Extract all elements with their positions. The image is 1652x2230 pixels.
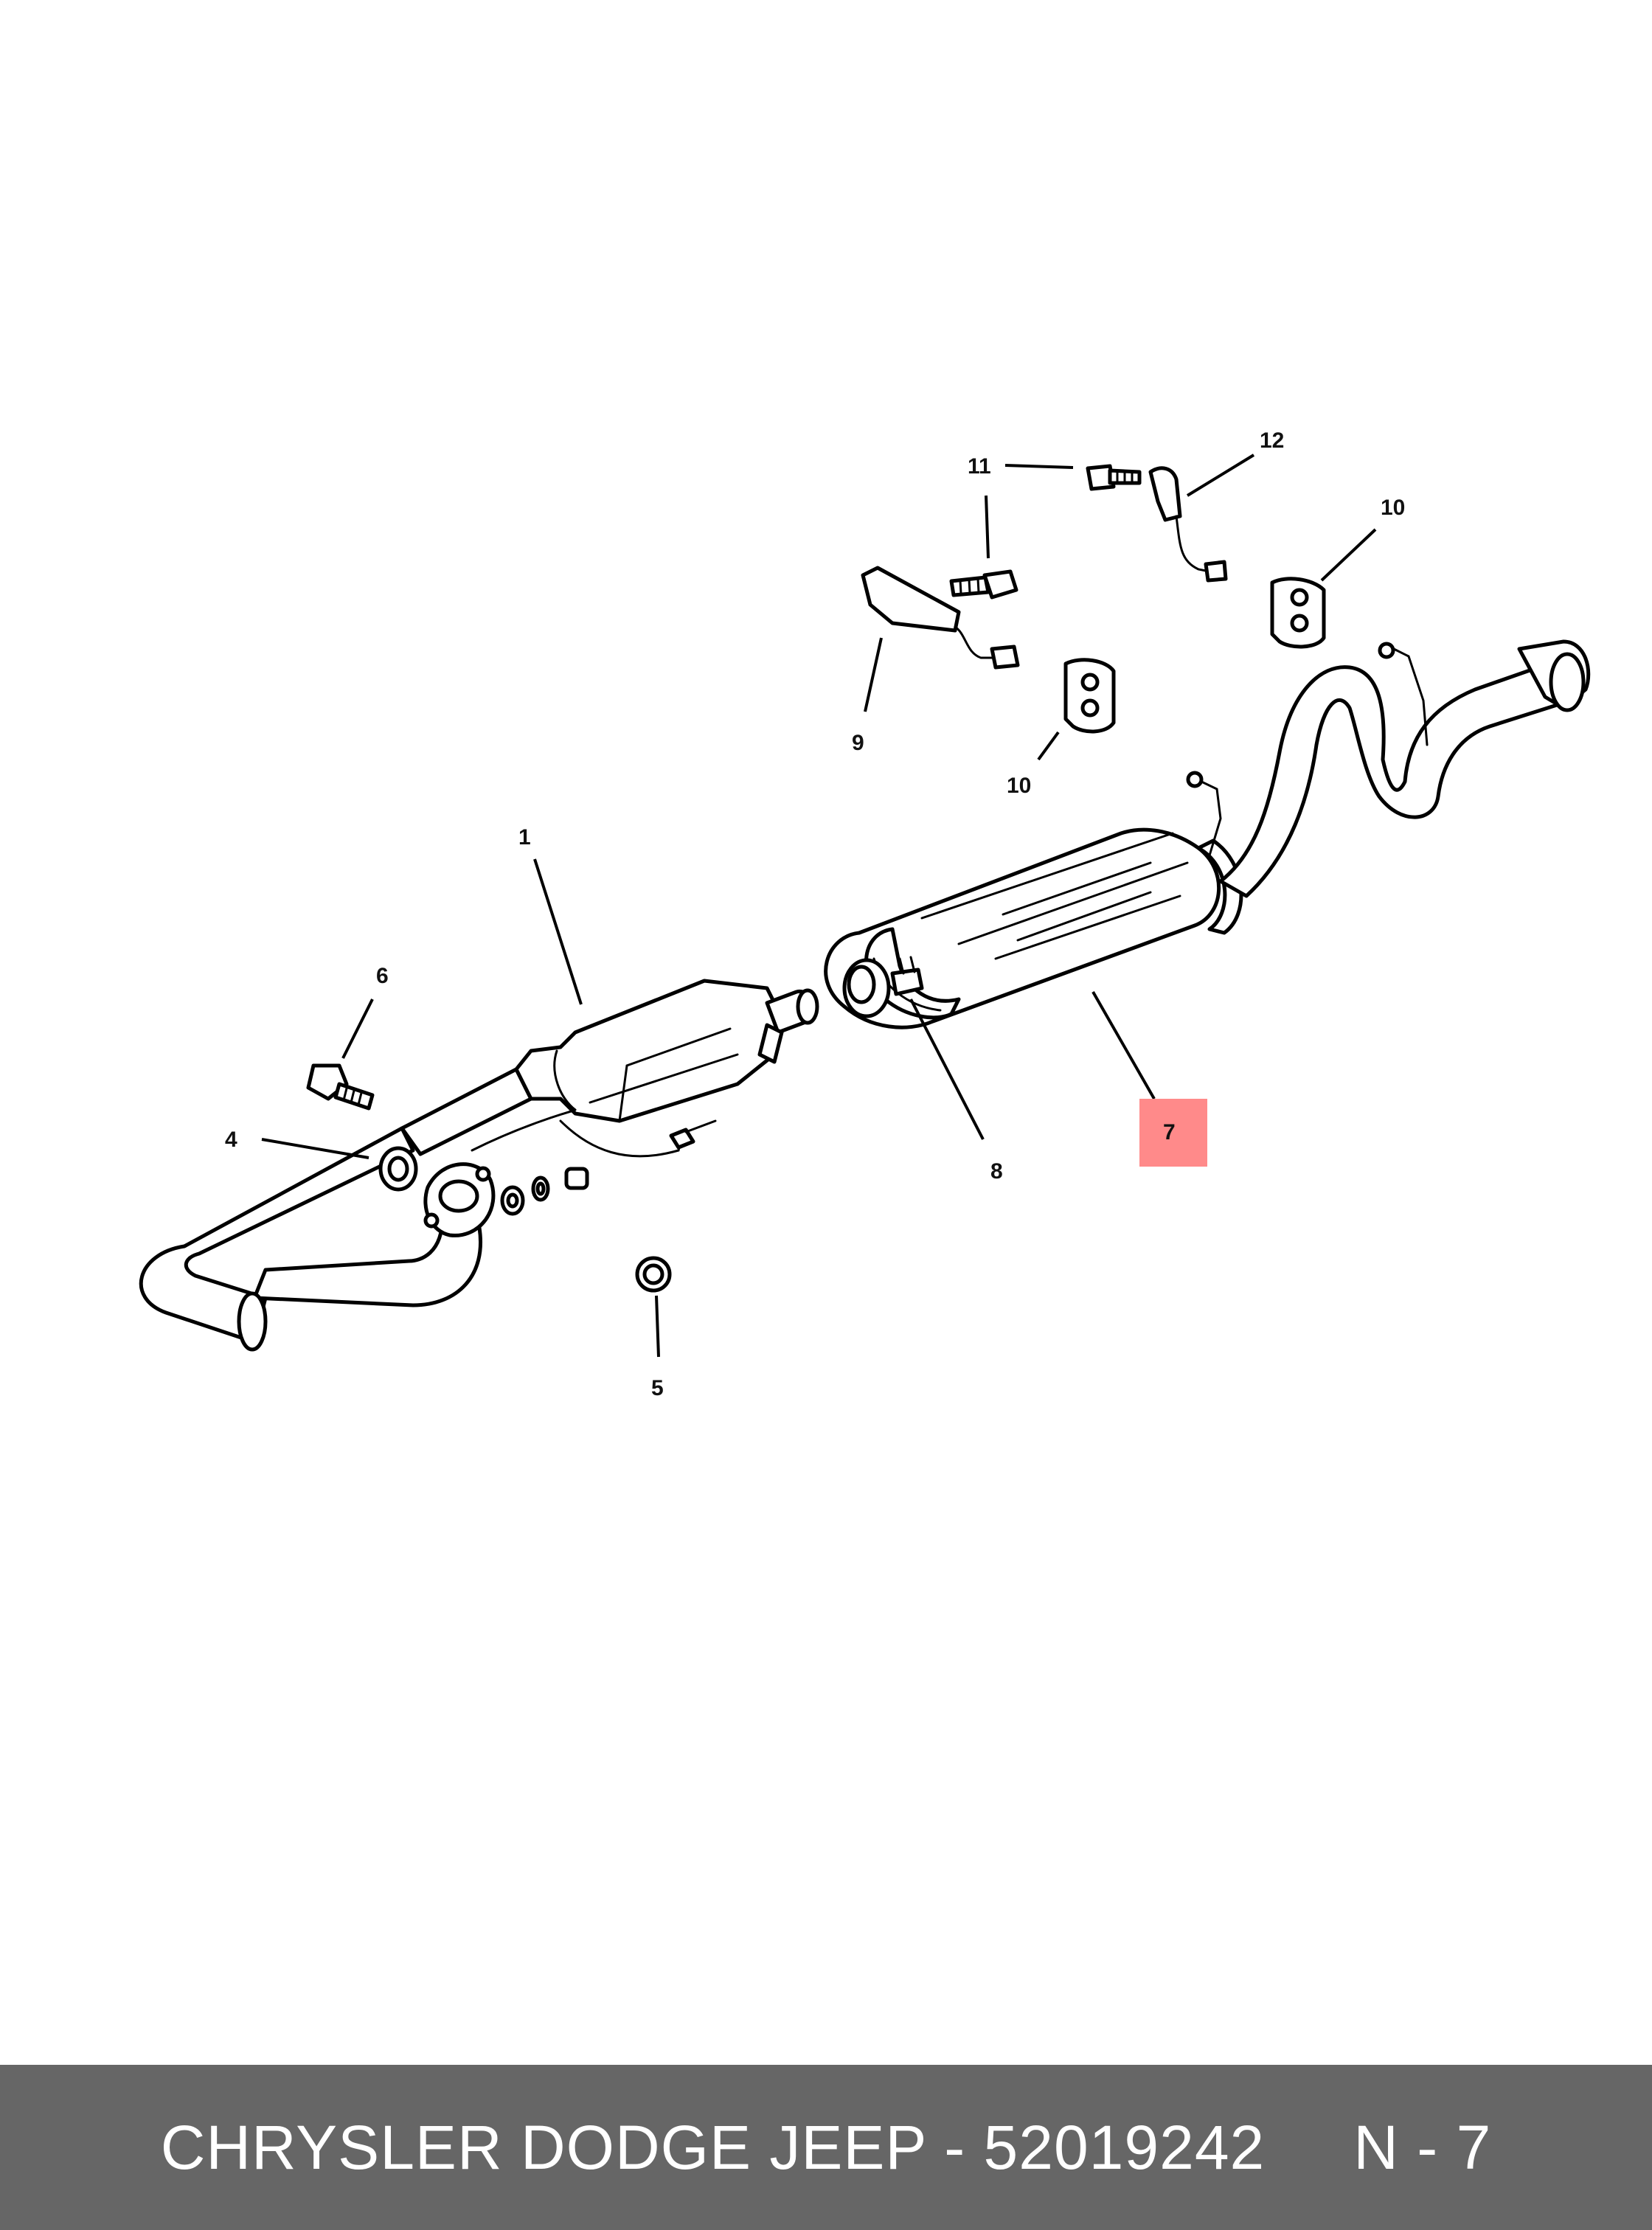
y-pipe (139, 1067, 591, 1352)
callout-5: 5 (651, 1376, 664, 1400)
bolt (306, 1063, 375, 1111)
callout-12: 12 (1260, 428, 1284, 453)
clamp (890, 956, 924, 996)
callout-1: 1 (518, 825, 531, 850)
callout-7: 7 (1163, 1120, 1176, 1144)
callout-10-upper: 10 (1381, 496, 1405, 520)
flange-nut (635, 1256, 672, 1293)
leader-lines (261, 454, 1377, 1358)
gasket (378, 1146, 418, 1192)
callout-8: 8 (990, 1159, 1003, 1184)
bracket-bolt-upper (1086, 464, 1142, 491)
callout-4: 4 (225, 1128, 237, 1152)
tailpipe (1186, 639, 1591, 898)
callout-10-lower: 10 (1007, 774, 1031, 798)
footer-reference: N - 7 (1353, 2112, 1492, 2182)
pipe-flange (423, 1162, 496, 1237)
callout-9: 9 (852, 731, 864, 755)
footer-bar: CHRYSLER DODGE JEEP - 52019242 N - 7 (0, 2065, 1652, 2230)
muffler (824, 827, 1243, 1029)
callout-6: 6 (376, 964, 389, 988)
catalytic-converter (514, 979, 819, 1158)
footer-brand-part-number: CHRYSLER DODGE JEEP - 52019242 (160, 2112, 1266, 2182)
hanger-bracket-upper (1148, 466, 1228, 583)
bracket-bolt (949, 569, 1018, 600)
washers (500, 1167, 589, 1216)
hanger-bracket (861, 566, 1020, 670)
rubber-insulator-upper (1270, 577, 1326, 649)
callout-11: 11 (968, 454, 991, 479)
exhaust-system-diagram: 1 4 5 6 7 8 9 10 10 11 12 (139, 428, 1591, 1400)
rubber-insulator (1063, 658, 1116, 734)
callout-7-highlight (1139, 1099, 1207, 1167)
